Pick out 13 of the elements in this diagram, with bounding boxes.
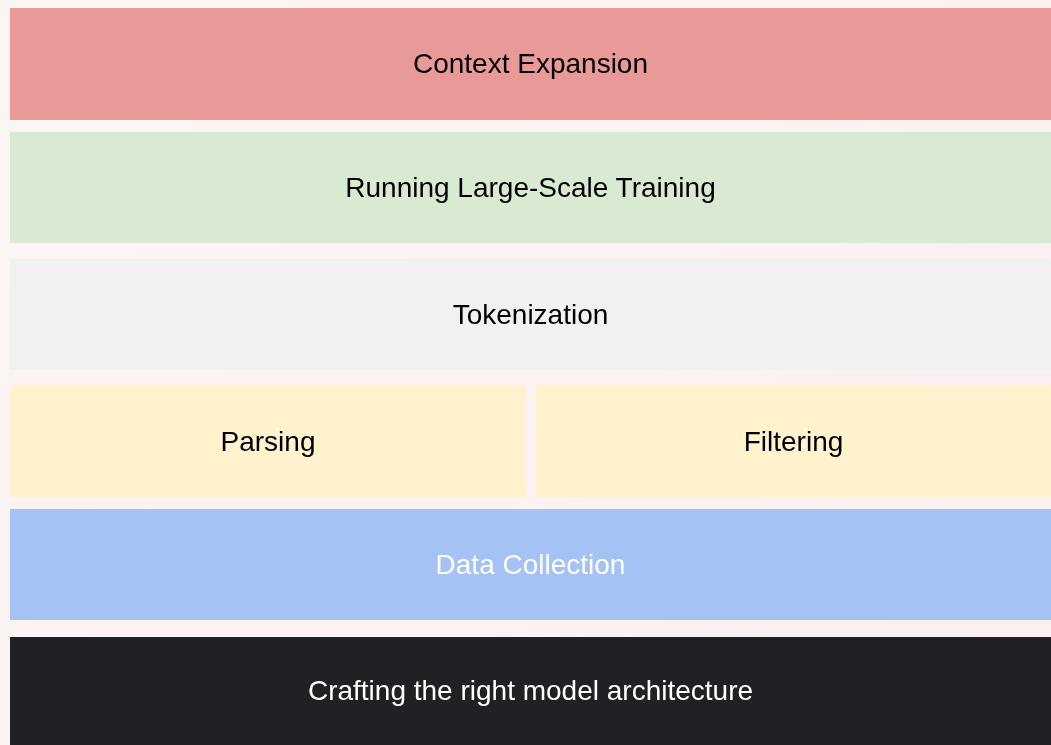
layer-label: Filtering [743,425,844,458]
layer-band [10,509,1051,620]
layer-band [10,637,1051,745]
layer-label: Running Large-Scale Training [345,171,716,204]
layer-label: Context Expansion [412,48,648,80]
layer-band [10,386,526,497]
layer-band [10,132,1051,243]
layer-label: Tokenization [452,298,609,331]
layer-label: Parsing [220,425,316,458]
layer-label: Crafting the right model architecture [307,675,754,707]
layer-band [10,8,1051,120]
layer-label: Data Collection [435,548,626,581]
layer-band [536,386,1051,497]
